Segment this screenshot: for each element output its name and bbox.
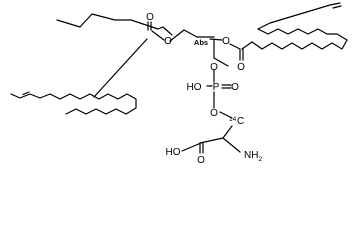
amino-nh-text: NH [244, 150, 258, 161]
left-acyl-chain [10, 91, 137, 115]
amino-subscript-text: 2 [258, 156, 262, 163]
phosphorus-label: P [213, 82, 220, 93]
left-ester-group [56, 13, 185, 98]
phosphate-group [206, 69, 232, 109]
carbon-14-label: C [237, 116, 244, 127]
phosphate-oxo-label: O [231, 82, 239, 93]
abs-stereo-label: Abs [194, 38, 208, 47]
acid-hydroxyl-label: HO [166, 147, 181, 158]
glycerol-backbone [183, 29, 229, 67]
right-carbonyl-oxygen-label: O [237, 62, 245, 73]
right-ester-group [209, 38, 253, 61]
phosphate-ester-oxygen-label: O [210, 108, 218, 119]
molecule-diagram: O O Abs O O O HO P O O 14 C HO O NH2 [10, 2, 348, 166]
left-carbonyl-oxygen-label: O [146, 12, 154, 23]
carbon-isotope-label: 14 [229, 116, 237, 123]
structure-drawing: O O Abs O O O HO P O O 14 C HO O NH2 [10, 2, 348, 166]
right-acyl-chain [251, 2, 348, 50]
amino-group-label: NH2 [244, 150, 262, 163]
acid-carbonyl-oxygen-label: O [197, 155, 205, 166]
glycerol-oxygen-label: O [210, 62, 218, 73]
serine-group [181, 111, 241, 154]
right-ester-oxygen-label: O [222, 36, 230, 47]
left-ester-oxygen-label: O [164, 36, 172, 47]
right-chain-double-bond [332, 5, 342, 9]
phosphate-hydroxyl-label: HO [187, 82, 202, 93]
left-chain-double-bond [22, 91, 30, 96]
